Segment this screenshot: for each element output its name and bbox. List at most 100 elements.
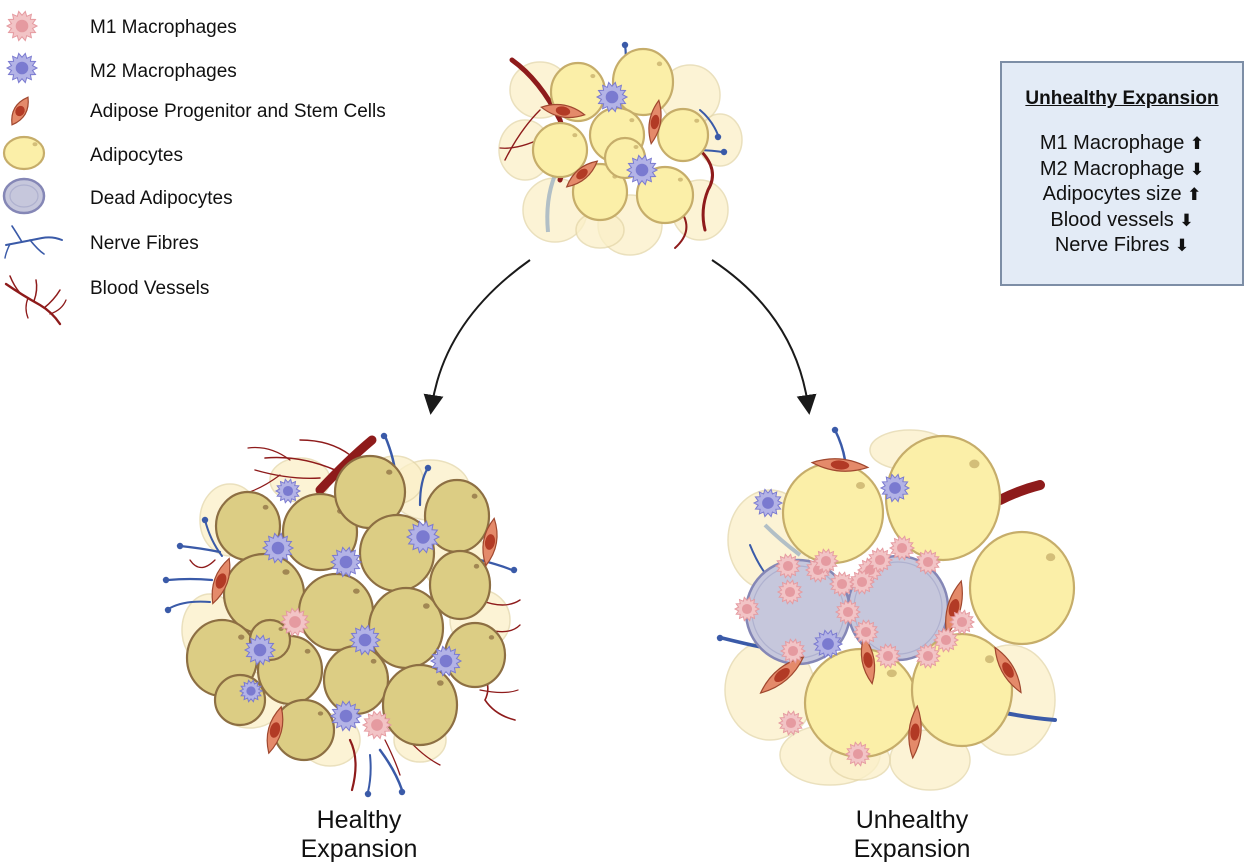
legend-label: Nerve Fibres: [90, 233, 199, 254]
progenitor-cell: [810, 458, 870, 472]
m1-macrophage: [828, 571, 856, 597]
m1-macrophage: [733, 596, 761, 622]
blood-vessel: [189, 559, 216, 569]
m2-macrophage: [348, 624, 382, 656]
blood-vessel: [264, 456, 336, 471]
nerve-ending: [176, 542, 184, 550]
progenitor-cell: [211, 557, 231, 605]
m2-macrophage: [625, 154, 659, 186]
healthy-expansion-caption: Healthy Expansion: [300, 806, 418, 863]
m2-macrophage: [329, 546, 363, 578]
m1-macrophage: [779, 638, 807, 664]
blood-vessel: [299, 439, 351, 456]
blood-vessel: [384, 739, 401, 776]
progenitor-cell: [565, 160, 599, 188]
adipocyte: [803, 647, 919, 759]
legend-label: M2 Macrophages: [90, 61, 237, 82]
adipocyte-icon: [2, 135, 46, 171]
down-arrow-icon: ⬇: [1189, 159, 1205, 180]
nerve-ending: [201, 516, 209, 524]
m1-macrophage: [948, 609, 976, 635]
arrow-to-healthy: [423, 259, 531, 415]
summary-item-m2: M2 Macrophage ⬇: [1039, 157, 1205, 180]
blood-vessel: [49, 299, 67, 315]
summary-item-m1: M1 Macrophage ⬆: [1039, 132, 1205, 154]
up-arrow-icon: ⬆: [1189, 134, 1205, 154]
m2-macrophage-icon: [5, 52, 39, 84]
nerve-ending: [831, 426, 839, 434]
blood-vessel: [995, 480, 1045, 505]
m1-macrophage: [866, 547, 894, 573]
summary-item-nerve-fibres: Nerve Fibres ⬇: [1054, 234, 1190, 256]
m1-macrophage-icon: [5, 10, 39, 42]
blood-vessel: [479, 689, 519, 694]
legend-icons: [2, 10, 67, 326]
legend-label: Adipocytes: [90, 145, 183, 166]
m1-macrophage: [774, 553, 802, 579]
blood-vessel: [315, 435, 377, 495]
nerve-fibre: [29, 239, 45, 255]
nerve-fibre: [204, 519, 223, 557]
nerve-ending: [716, 634, 724, 642]
nerve-fibre: [178, 544, 222, 554]
nerve-fibre: [5, 236, 63, 246]
legend-label: Dead Adipocytes: [90, 188, 233, 209]
adipocyte: [656, 107, 710, 163]
m1-macrophage: [852, 619, 880, 645]
adipocyte: [910, 632, 1014, 748]
nerve-ending: [380, 432, 388, 440]
nerve-ending: [621, 41, 629, 49]
blood-vessel: [43, 289, 61, 309]
progenitor-cell: [482, 517, 498, 567]
progenitor-cell: [266, 705, 284, 755]
nerve-fibre: [11, 225, 23, 243]
legend-label: Adipose Progenitor and Stem Cells: [90, 101, 386, 122]
healthy-expansion-cluster: [162, 432, 521, 798]
blood-vessel: [25, 297, 29, 319]
legend-label: Blood Vessels: [90, 278, 210, 299]
blood-vessel: [4, 282, 62, 326]
nerve-fibre: [699, 109, 719, 136]
m2-macrophage: [243, 634, 277, 666]
m2-macrophage: [812, 629, 844, 659]
blood-vessel: [504, 109, 541, 161]
progenitor-cell: [540, 103, 586, 119]
legend-label: M1 Macrophages: [90, 17, 237, 38]
blood-vessel: [698, 148, 714, 232]
nerve-fibre: [378, 748, 404, 792]
progenitor-cell: [908, 704, 922, 760]
unhealthy-expansion-caption: Unhealthy Expansion: [853, 806, 971, 863]
m1-macrophage: [932, 627, 960, 653]
progenitor-cell: [759, 656, 805, 694]
m2-macrophage: [405, 520, 441, 554]
nerve-ending: [510, 566, 518, 574]
nerve-ending: [162, 576, 170, 584]
m1-macrophage: [776, 579, 804, 605]
nerve-fibre-icon: [4, 225, 63, 259]
m2-macrophage: [329, 700, 363, 732]
blood-vessel-icon: [4, 275, 67, 326]
m1-macrophage: [848, 569, 876, 595]
blood-vessel: [9, 275, 21, 294]
summary-title: Unhealthy Expansion: [1025, 88, 1219, 109]
m2-macrophage: [429, 645, 463, 677]
m1-macrophage: [279, 607, 311, 637]
nerve-ending: [364, 790, 372, 798]
m1-macrophage: [777, 710, 805, 736]
m1-macrophage: [844, 741, 872, 767]
down-arrow-icon: ⬇: [1179, 210, 1194, 231]
summary-item-adipocyte-size: Adipocytes size ⬆: [1042, 183, 1202, 205]
nerve-fibre: [166, 577, 214, 582]
progenitor-cell-icon: [11, 96, 29, 126]
blood-vessel: [254, 469, 321, 479]
unhealthy-expansion-summary-box: Unhealthy Expansion M1 Macrophage ⬆ M2 M…: [1000, 61, 1244, 286]
nerve-ending: [164, 606, 172, 614]
adipocyte: [968, 530, 1076, 646]
m1-macrophage: [914, 549, 942, 575]
progenitor-cell: [648, 99, 662, 145]
m1-macrophage: [812, 548, 840, 574]
progenitor-cell: [860, 635, 876, 685]
blood-vessel: [247, 446, 291, 461]
nerve-ending: [720, 148, 728, 156]
